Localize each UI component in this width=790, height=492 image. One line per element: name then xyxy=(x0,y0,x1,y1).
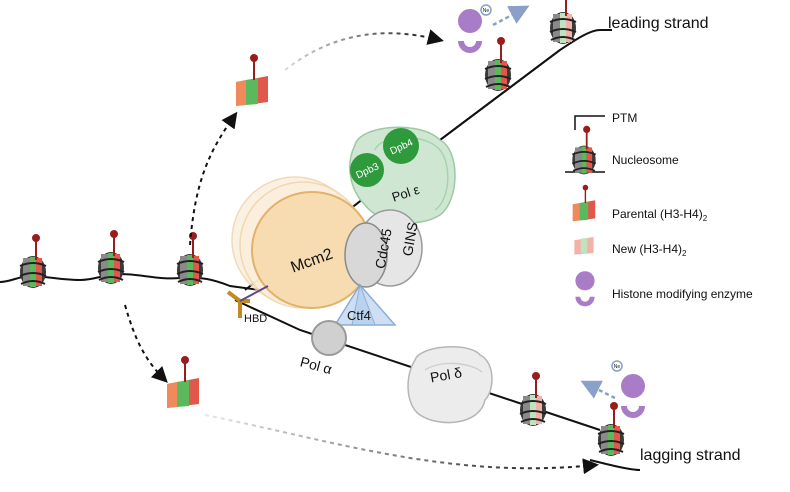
arrow-to-leading-strand xyxy=(284,29,444,71)
svg-text:GINS: GINS xyxy=(399,221,421,257)
lagging-ne-badge: Ne xyxy=(611,360,623,372)
arrow-to-top-histone xyxy=(189,111,238,246)
svg-text:Nucleosome: Nucleosome xyxy=(612,153,679,167)
lagging-enzyme-icon xyxy=(621,374,645,418)
cdc45-subunit: Cdc45 xyxy=(344,222,395,288)
free-parental-histone-bottom xyxy=(167,355,199,408)
parental-nucleosome-2 xyxy=(97,229,125,285)
leading-nucleosome-1 xyxy=(484,36,512,92)
legend-parental-histone: Parental (H3-H4)2 xyxy=(572,184,708,223)
hbd-label: HBD xyxy=(244,313,267,325)
arrow-to-bottom-histone xyxy=(124,304,168,383)
leading-ne-badge: Ne xyxy=(480,4,492,16)
dpb4-subunit: Dpb4 xyxy=(383,128,419,164)
svg-text:Cdc45: Cdc45 xyxy=(372,227,395,270)
arrow-to-lagging-strand xyxy=(204,414,599,475)
leading-mark-arrow xyxy=(492,5,530,27)
legend-enzyme: Histone modifying enzyme xyxy=(575,271,753,307)
pol-alpha: Pol α xyxy=(298,320,347,377)
parental-nucleosome-3 xyxy=(176,231,204,287)
pol-epsilon-complex: Pol ε xyxy=(349,126,456,224)
legend-ptm: PTM xyxy=(574,111,637,130)
svg-text:PTM: PTM xyxy=(612,111,637,125)
lagging-mark-arrow xyxy=(580,380,616,400)
dpb3-subunit: Dpb3 xyxy=(350,153,384,187)
hbd-domain: HBD xyxy=(226,285,269,325)
pol-alpha-label: Pol α xyxy=(298,353,333,377)
pol-delta: Pol δ xyxy=(407,346,493,424)
parental-nucleosome-1 xyxy=(19,233,47,289)
free-parental-histone-top xyxy=(236,53,268,106)
svg-text:New (H3-H4)2: New (H3-H4)2 xyxy=(612,242,687,258)
legend-nucleosome: Nucleosome xyxy=(565,124,679,176)
lagging-strand-label: lagging strand xyxy=(640,447,741,464)
leading-strand-dna xyxy=(244,29,612,291)
svg-text:Parental (H3-H4)2: Parental (H3-H4)2 xyxy=(612,207,708,223)
lagging-nucleosome-1 xyxy=(519,371,547,427)
pol-delta-label: Pol δ xyxy=(429,364,463,385)
mcm2-ring: Mcm2 xyxy=(231,176,373,309)
svg-text:Ne: Ne xyxy=(483,8,490,14)
legend-new-histone: New (H3-H4)2 xyxy=(574,237,687,258)
leading-strand-label: leading strand xyxy=(608,15,709,32)
svg-text:Ne: Ne xyxy=(614,364,621,370)
leading-nucleosome-2 xyxy=(549,0,577,45)
svg-text:Histone modifying enzyme: Histone modifying enzyme xyxy=(612,287,753,301)
ctf4-trimer: Ctf4 xyxy=(333,283,397,326)
lagging-nucleosome-2 xyxy=(597,401,625,457)
legend: PTM Nucleosome Parental (H3-H4)2 New (H3… xyxy=(565,111,753,307)
leading-enzyme-icon xyxy=(458,9,482,53)
svg-text:Ctf4: Ctf4 xyxy=(347,308,371,323)
